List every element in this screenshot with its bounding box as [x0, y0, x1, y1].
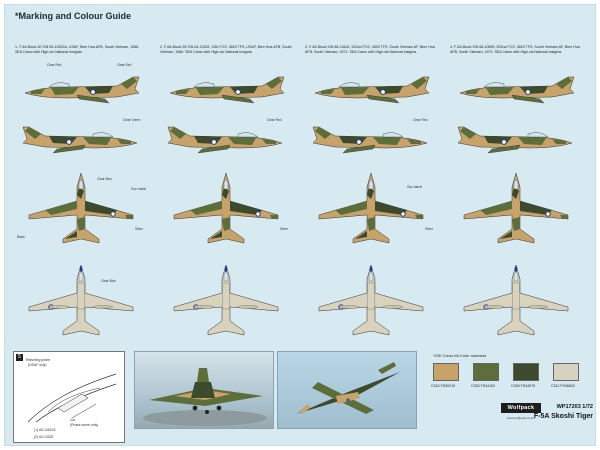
side-view-3 — [314, 76, 430, 104]
inset-ref-2: (2) 64-13332 — [34, 435, 54, 439]
top-view-2 — [173, 172, 279, 244]
cut-label: Cut — [70, 418, 76, 422]
underside-view-4 — [463, 264, 569, 336]
model-photo-front-drawing — [143, 368, 267, 426]
callout-clear-red-2: Clear Red — [117, 63, 132, 67]
callout-silver-2: Silver — [280, 227, 288, 231]
side-view-2 — [167, 126, 283, 154]
refueling-probe-note: (USAF only) — [28, 363, 47, 367]
callout-clear-blue-2: Clear Blue — [101, 279, 116, 283]
swatch-c303 — [473, 363, 499, 381]
side-view-4 — [459, 76, 575, 104]
top-view-4 — [463, 172, 569, 244]
side-view-2 — [169, 76, 285, 104]
side-view-3 — [312, 126, 428, 154]
side-view-4 — [457, 126, 573, 154]
kit-number: WP17203 1/72 — [556, 404, 593, 410]
swatch-code-c309: C309 FS34079 — [511, 384, 536, 388]
cut-note: (Phase some only) — [70, 423, 99, 427]
callout-silver-3: Silver — [425, 227, 433, 231]
side-view-1 — [22, 126, 138, 154]
underside-view-1 — [28, 264, 134, 336]
kit-name: F-5A Skoshi Tiger — [533, 413, 593, 420]
callout-clear-green: Clear Green — [123, 118, 141, 122]
callout-black: Black — [17, 235, 25, 239]
brand-logo: Wolfpack — [501, 403, 541, 413]
callout-gun-barrel: Gun barrel — [407, 185, 423, 189]
inset-number: 5 — [16, 354, 23, 361]
model-photo-top-drawing — [296, 362, 400, 414]
color-chart-title: *GSI Creos Mr.Color numbers — [433, 353, 487, 358]
scheme-caption-2: 2. F-5A Block 35 S/N 64-13332, 10th FCS,… — [160, 45, 292, 54]
refueling-probe-label: Refueling probe — [26, 358, 50, 362]
top-view-1 — [28, 172, 134, 244]
swatch-code-c311: C311 FS36622 — [551, 384, 575, 388]
top-view-3 — [318, 172, 424, 244]
page-title: *Marking and Colour Guide — [15, 11, 132, 21]
underside-view-3 — [318, 264, 424, 336]
model-photo-top — [277, 351, 417, 429]
model-photo-front — [134, 351, 274, 429]
scheme-caption-4: 4. F-5A Block S/N 66-10690, 522nd FCS, 4… — [450, 45, 580, 54]
scheme-caption-1: 1. F-5A Block 30 S/N 65-10522A, USAF, Bi… — [15, 45, 140, 54]
callout-clear-red-3: Clear Red — [267, 118, 282, 122]
swatch-c311 — [553, 363, 579, 381]
callout-clear-blue: Clear Blue — [97, 177, 112, 181]
underside-view-2 — [173, 264, 279, 336]
brand-url: www.wolfpack-d.com — [506, 416, 535, 420]
swatch-c309 — [513, 363, 539, 381]
callout-clear-red-4: Clear Red — [413, 118, 428, 122]
refueling-probe-inset: 5 Refueling probe (USAF only) Cut (Phase… — [13, 351, 125, 443]
cockpit-line-drawing — [27, 373, 117, 423]
swatch-c310 — [433, 363, 459, 381]
swatch-code-c303: C303 FS34102 — [471, 384, 496, 388]
side-view-1 — [24, 76, 140, 104]
swatch-code-c310: C310 FS30219 — [431, 384, 456, 388]
marking-guide-sheet: *Marking and Colour Guide 1. F-5A Block … — [4, 4, 596, 446]
callout-silver: Silver — [135, 227, 143, 231]
callout-clear-red: Clear Red — [47, 63, 62, 67]
scheme-caption-3: 3. F-5A Block S/N 66-13624, 522nd FCS, 4… — [305, 45, 435, 54]
callout-gun-metal: Gun metal — [131, 187, 146, 191]
inset-ref-1: (1) 65-10522A — [34, 428, 56, 432]
